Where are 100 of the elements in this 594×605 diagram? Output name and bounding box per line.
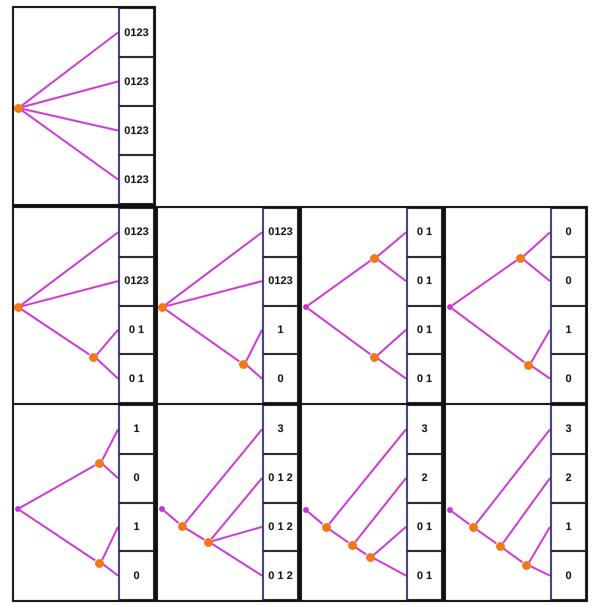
branch-line <box>502 478 551 544</box>
leaf-label: 0 1 <box>118 306 154 354</box>
branch-line <box>20 510 96 562</box>
leaf-label: 0123 <box>118 8 154 57</box>
node-dot <box>322 522 330 532</box>
tree-panel <box>444 403 588 602</box>
leaf-label: 0 <box>118 551 154 600</box>
leaf-label: 0 1 2 <box>262 502 298 552</box>
tree-panel <box>444 206 588 405</box>
branch-line <box>328 428 407 524</box>
node-dot <box>94 458 104 468</box>
leaf-label: 3 <box>262 405 298 454</box>
tree-panel <box>300 206 444 405</box>
branch-line <box>185 528 205 540</box>
branch-line <box>528 526 551 562</box>
leaf-label: 2 <box>550 454 586 502</box>
node-dot <box>516 254 524 262</box>
branch-line <box>355 546 367 556</box>
node-dot <box>370 352 378 362</box>
leaf-label: 3 <box>406 405 442 454</box>
leaf-label: 0 <box>550 256 586 306</box>
branch-line <box>246 364 263 380</box>
tree-panel <box>300 403 444 602</box>
node-dot <box>524 360 532 370</box>
node-dot <box>522 560 530 570</box>
branch-line <box>184 428 263 524</box>
branch-line <box>452 308 525 364</box>
branch-line <box>532 366 551 380</box>
branch-line <box>374 558 406 576</box>
node-dot <box>15 506 21 512</box>
leaf-label: 0 <box>550 208 586 257</box>
leaf-label: 0 1 <box>118 354 154 403</box>
branch-line <box>20 464 96 508</box>
branch-line <box>377 329 407 356</box>
leaf-label: 0123 <box>118 106 154 155</box>
leaf-label: 0 <box>550 551 586 600</box>
branch-line <box>308 308 371 356</box>
branch-line <box>101 526 119 560</box>
branch-line <box>476 528 497 544</box>
branch-line <box>308 260 371 306</box>
node-dot <box>14 104 22 112</box>
node-dot <box>447 304 453 310</box>
leaf-label: 0 1 <box>406 354 442 403</box>
tree-panel <box>156 403 300 602</box>
node-dot <box>14 302 22 312</box>
leaf-label: 1 <box>550 502 586 552</box>
tree-panel <box>12 6 156 206</box>
branch-line <box>354 478 407 543</box>
branch-line <box>530 329 551 363</box>
branch-line <box>96 358 119 380</box>
node-dot <box>303 507 309 513</box>
tree-panel <box>156 206 300 405</box>
tree-panel <box>12 403 156 602</box>
branch-line <box>21 110 119 180</box>
tree-panel <box>12 206 156 405</box>
leaf-label: 0123 <box>118 256 154 306</box>
node-dot <box>238 360 248 368</box>
node-dot <box>88 352 98 362</box>
branch-line <box>22 108 118 132</box>
branch-line <box>212 526 262 542</box>
branch-line <box>452 510 470 526</box>
branch-line <box>102 564 119 576</box>
branch-line <box>101 428 119 460</box>
node-dot <box>370 254 378 262</box>
leaf-label: 0 1 2 <box>262 551 298 600</box>
leaf-label: 1 <box>118 405 154 454</box>
branch-line <box>503 548 523 564</box>
leaf-label: 0123 <box>118 208 154 257</box>
leaf-label: 0 1 <box>406 502 442 552</box>
node-dot <box>366 552 374 562</box>
leaf-label: 1 <box>118 502 154 552</box>
leaf-label: 0123 <box>118 155 154 204</box>
leaf-label: 0 1 <box>406 306 442 354</box>
branch-line <box>308 511 324 525</box>
leaf-label: 0123 <box>262 208 298 257</box>
branch-line <box>475 428 551 524</box>
node-dot <box>348 540 356 550</box>
node-dot <box>303 304 309 310</box>
node-dot <box>94 558 104 568</box>
leaf-label: 0 <box>262 354 298 403</box>
branch-line <box>96 329 119 356</box>
leaf-label: 0 1 2 <box>262 454 298 502</box>
leaf-label: 0123 <box>118 57 154 106</box>
branch-line <box>165 232 263 306</box>
branch-line <box>452 260 517 306</box>
node-dot <box>447 507 453 513</box>
branch-line <box>377 232 407 257</box>
branch-line <box>245 329 263 362</box>
branch-line <box>21 32 119 106</box>
branch-line <box>166 280 262 307</box>
branch-line <box>530 565 550 577</box>
leaf-label: 0 1 <box>406 551 442 600</box>
branch-line <box>378 358 407 380</box>
branch-line <box>373 526 407 556</box>
branch-line <box>21 308 90 356</box>
branch-line <box>523 232 551 257</box>
branch-line <box>523 259 551 282</box>
leaf-label: 0 1 <box>406 208 442 257</box>
leaf-label: 0 <box>118 454 154 502</box>
node-dot <box>468 522 478 532</box>
